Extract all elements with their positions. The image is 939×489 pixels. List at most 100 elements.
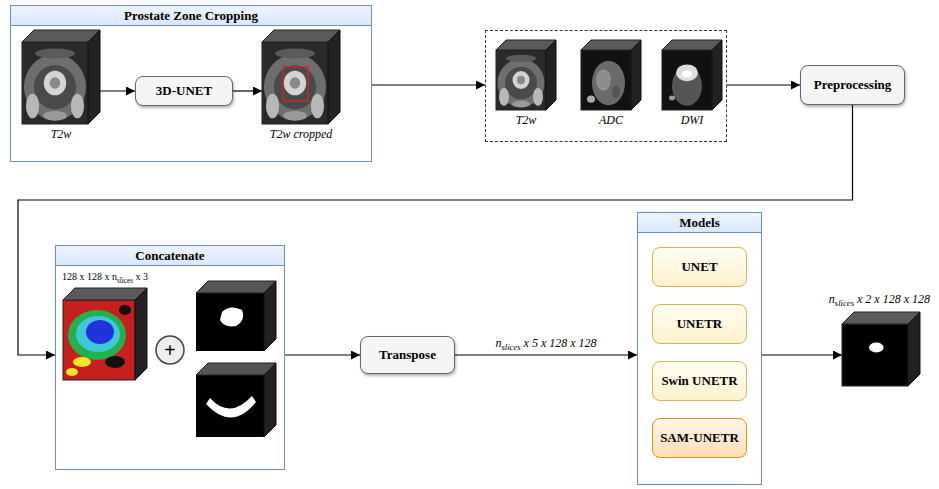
volume-region — [76, 316, 120, 352]
volume-region — [24, 54, 86, 120]
process-box: 3D-UNET — [135, 76, 233, 106]
volume-region — [73, 357, 91, 367]
volume-region — [513, 71, 530, 89]
volume-picture — [22, 30, 100, 124]
volume-region — [682, 70, 692, 77]
volume-region — [66, 368, 78, 376]
mask-top — [196, 363, 276, 375]
flow-arrow — [762, 354, 842, 355]
volume-region — [506, 55, 536, 62]
dimension-label: 128 x 128 x nslices x 3 — [62, 271, 148, 282]
volume-outline — [581, 50, 631, 110]
image-volume: ADC — [581, 40, 641, 110]
volume-region — [676, 64, 698, 81]
volume-side — [88, 30, 100, 124]
subscript: slices — [501, 342, 520, 352]
volume-region — [264, 54, 326, 120]
mask-region — [220, 307, 243, 326]
volume-outline — [842, 324, 908, 386]
model-box: Swin UNETR — [652, 361, 747, 401]
volume-region — [284, 71, 306, 96]
panel-title: Prostate Zone Cropping — [124, 8, 258, 24]
volume-region — [26, 94, 39, 119]
volume-region — [34, 65, 76, 109]
volume-side — [135, 288, 147, 380]
model-box: UNETR — [652, 304, 747, 344]
group-panel: T2w3D-UNETT2w croppedProstate Zone Cropp… — [10, 5, 372, 162]
box-label: Swin UNETR — [661, 373, 737, 389]
panel-title: Models — [679, 215, 719, 231]
volume-region — [274, 65, 316, 109]
volume-region — [22, 42, 88, 124]
volume-face — [22, 42, 88, 124]
box-label: UNET — [681, 259, 717, 275]
volume-region — [587, 96, 595, 103]
volume-face — [842, 324, 908, 386]
image-volume: DWI — [662, 40, 722, 110]
flow-arrow — [100, 90, 135, 91]
volume-outline — [662, 50, 712, 110]
flow-arrow — [233, 90, 262, 91]
subscript: slices — [835, 298, 854, 308]
mask-region — [206, 396, 256, 418]
plus-symbol: + — [164, 339, 175, 362]
volume-region — [311, 94, 324, 119]
image-label: T2w cropped — [270, 127, 333, 142]
multichannel-volume — [63, 288, 147, 380]
mask-side — [264, 281, 276, 351]
panel-header: Models — [638, 213, 761, 233]
volume-picture — [581, 40, 641, 110]
volume-picture — [662, 40, 722, 110]
volume-side — [328, 30, 340, 124]
image-label: T2w — [516, 113, 537, 128]
volume-outline — [22, 42, 88, 124]
box-label: 3D-UNET — [156, 83, 212, 99]
volume-side — [546, 40, 556, 110]
volume-region — [669, 96, 675, 101]
flow-arrow — [285, 354, 360, 355]
image-label: T2w — [51, 127, 72, 142]
image-label: ADC — [599, 113, 623, 128]
volume-picture — [262, 30, 340, 124]
volume-region — [283, 111, 307, 121]
volume-picture — [496, 40, 556, 110]
volume-face — [496, 50, 546, 110]
image-label: nslices x 2 x 128 x 128 — [829, 292, 930, 307]
volume-region — [533, 88, 543, 106]
mask-volume — [196, 281, 276, 351]
volume-side — [908, 312, 920, 386]
volume-region — [275, 49, 315, 59]
box-label: SAM-UNETR — [660, 430, 739, 446]
volume-region — [596, 69, 611, 91]
panel-header: Concatenate — [56, 246, 284, 266]
image-label: DWI — [681, 113, 704, 128]
box-label: Preprocessing — [814, 77, 892, 93]
image-volume: T2w — [22, 30, 100, 124]
volume-region — [266, 94, 279, 119]
edge-label: nslices x 5 x 128 x 128 — [493, 336, 598, 351]
volume-region — [869, 343, 884, 353]
mask-face — [196, 293, 264, 351]
volume-face — [63, 300, 135, 380]
volume-region — [496, 50, 546, 110]
volume-top — [842, 312, 920, 324]
volume-side — [712, 40, 722, 110]
volume-region — [662, 50, 712, 110]
volume-region — [119, 305, 131, 315]
mask-volume — [196, 363, 276, 437]
volume-top — [22, 30, 100, 42]
group-panel: UNET UNETR Swin UNETR SAM-UNETR Models — [637, 212, 762, 485]
volume-outline — [63, 300, 135, 380]
volume-region — [262, 42, 328, 124]
image-volume: T2w cropped — [262, 30, 340, 124]
volume-face — [581, 50, 631, 110]
volume-region — [68, 310, 126, 360]
subscript: slices — [117, 277, 133, 285]
volume-region — [43, 111, 67, 121]
volume-region — [71, 94, 84, 119]
flow-arrow — [455, 354, 637, 355]
volume-region — [612, 86, 620, 98]
volume-region — [44, 71, 66, 96]
crop-box — [283, 67, 308, 101]
volume-outline — [262, 42, 328, 124]
